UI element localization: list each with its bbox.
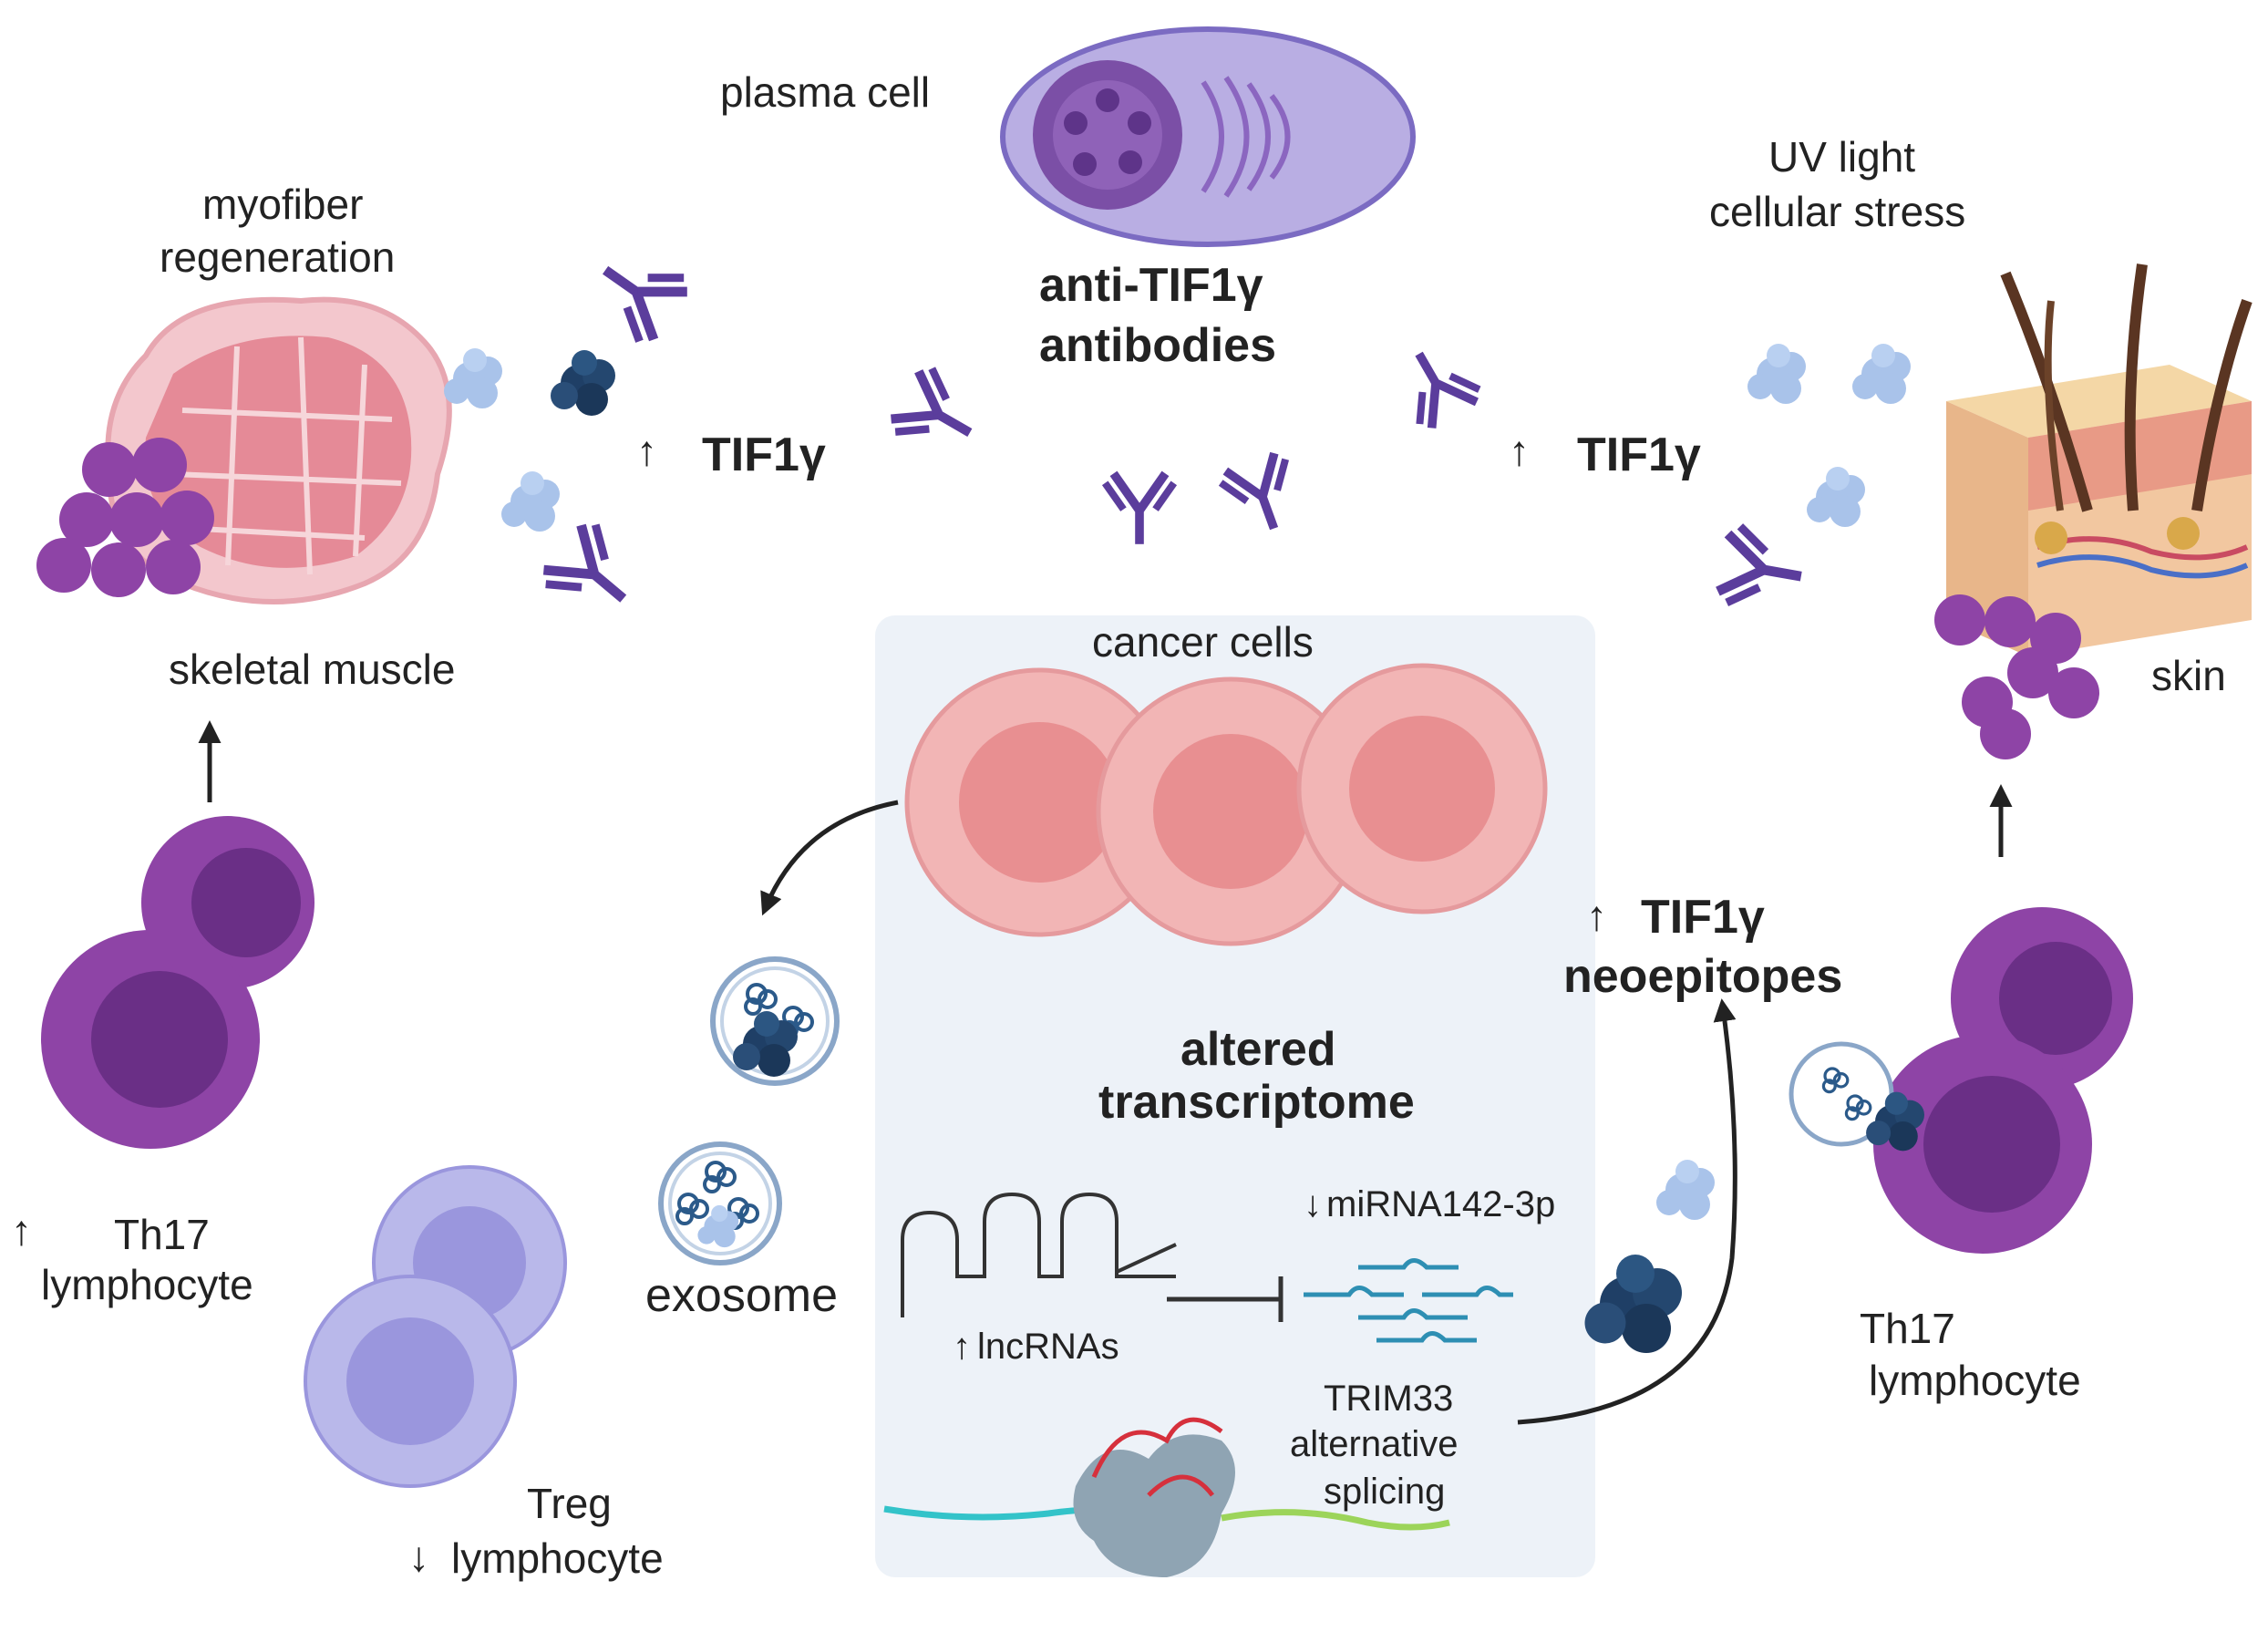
- treg-arrow: ↓: [408, 1533, 429, 1580]
- trim33-label-line1: TRIM33: [1324, 1379, 1454, 1419]
- tif1g-protein-4: [1747, 344, 1806, 404]
- myofiber-label-line1: myofiber: [202, 181, 364, 228]
- th17-right-label-line2: lymphocyte: [1869, 1357, 2081, 1404]
- tif1g-right-label: TIF1γ: [1577, 429, 1701, 481]
- antibodies-label-line2: antibodies: [1039, 319, 1277, 372]
- th17-right-label-line1: Th17: [1860, 1305, 1955, 1352]
- plasma-cell-label: plasma cell: [720, 68, 931, 116]
- th17-lymphocyte-right-cells: [1789, 907, 2133, 1254]
- arrows: [198, 720, 2013, 1425]
- antibody-7: [1712, 519, 1809, 620]
- antibody-5: [1385, 334, 1490, 438]
- myofiber-label-line2: regeneration: [160, 233, 396, 281]
- neoepitopes-arrow: ↑: [1586, 892, 1607, 939]
- tif1g-right-arrow: ↑: [1509, 427, 1530, 474]
- antibody-2: [881, 357, 991, 469]
- th17-left-label-line2: lymphocyte: [41, 1261, 253, 1308]
- plasma-cell: [1000, 26, 1416, 247]
- neoepitopes-label-line2: neoepitopes: [1563, 950, 1843, 1003]
- th17-lymphocyte-left-cells: [41, 816, 314, 1149]
- th17-left-label-line1: Th17: [114, 1211, 210, 1258]
- tif1g-protein-1: [444, 348, 502, 408]
- treg-lymphocyte-cells: [304, 1165, 567, 1488]
- mirna-strands: [1304, 1258, 1513, 1343]
- altered-transcriptome-line2: transcriptome: [1098, 1076, 1415, 1129]
- antibody-3: [1100, 470, 1179, 544]
- antibody-6: [531, 511, 652, 633]
- treg-label-line2: lymphocyte: [451, 1534, 664, 1582]
- tif1g-protein-6: [1807, 467, 1865, 527]
- antibody-1: [580, 233, 698, 354]
- cancer-cells-label: cancer cells: [1092, 618, 1314, 666]
- tif1g-protein-2: [551, 350, 615, 416]
- inhibition-arrow: [1167, 1276, 1283, 1322]
- tif1g-protein-8: [1584, 1255, 1682, 1353]
- th17-left-arrow: ↑: [11, 1206, 32, 1254]
- trim33-label-line2: alternative: [1290, 1424, 1459, 1464]
- mirna-label: miRNA142-3p: [1326, 1184, 1556, 1224]
- cancer-cells: [904, 663, 1548, 946]
- tif1g-protein-5: [1852, 344, 1911, 404]
- spliceosome: [883, 1417, 1450, 1577]
- tif1g-left-arrow: ↑: [636, 427, 657, 474]
- altered-transcriptome-line1: altered: [1180, 1023, 1336, 1076]
- tif1g-protein-3: [501, 471, 560, 532]
- muscle-lymphocyte-cluster: [36, 438, 214, 597]
- skin-label: skin: [2151, 652, 2226, 699]
- lncrnas-label: lncRNAs: [977, 1327, 1119, 1367]
- antibody-4: [1211, 446, 1311, 542]
- neoepitopes-label-line1: TIF1γ: [1641, 891, 1765, 944]
- skin-tissue: [1946, 263, 2253, 656]
- exosome-1: [710, 956, 840, 1086]
- exosome-label: exosome: [645, 1269, 838, 1322]
- exosome-2: [658, 1141, 782, 1265]
- tif1g-left-label: TIF1γ: [702, 429, 826, 481]
- uv-light-label-line2: cellular stress: [1709, 188, 1966, 235]
- treg-label-line1: Treg: [527, 1480, 612, 1527]
- antibodies-label-line1: anti-TIF1γ: [1039, 259, 1263, 312]
- lncrna-hairpin: [901, 1192, 1177, 1317]
- mirna-arrow: ↓: [1304, 1184, 1322, 1224]
- lncrnas-arrow: ↑: [953, 1327, 971, 1367]
- skin-lymphocyte-cluster: [1934, 594, 2099, 759]
- tif1g-protein-7: [1656, 1160, 1715, 1220]
- skeletal-muscle-label: skeletal muscle: [169, 646, 456, 693]
- trim33-label-line3: splicing: [1324, 1472, 1446, 1512]
- uv-light-label-line1: UV light: [1768, 133, 1916, 181]
